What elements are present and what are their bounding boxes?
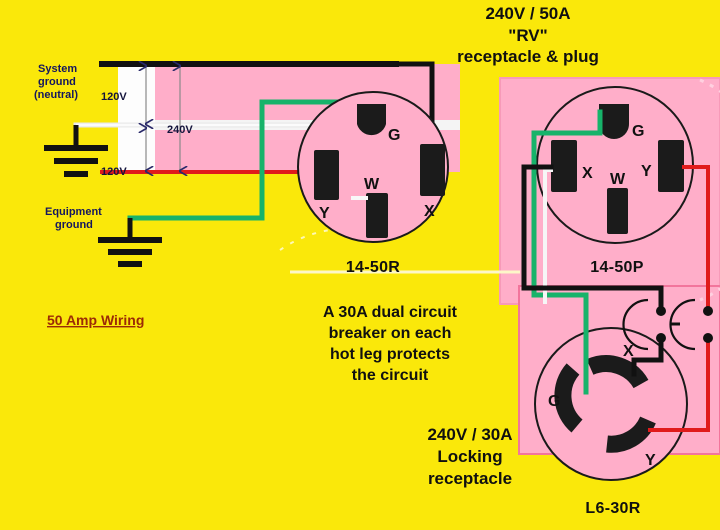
slot-g-l6-30r — [554, 363, 583, 433]
black-wire-down-left — [521, 164, 664, 314]
note-line1: A 30A dual circuit — [323, 304, 458, 321]
equipment-ground-label-line2: ground — [55, 219, 93, 231]
breaker-left[interactable] — [622, 298, 681, 351]
terminal-label-y-14-50p: Y — [641, 163, 652, 180]
breaker-right[interactable] — [669, 298, 714, 351]
voltage-label-120v-upper: 120V — [101, 91, 127, 103]
terminal-label-w-14-50p: W — [610, 171, 626, 188]
white-neutral-right — [543, 168, 553, 304]
voltage-label-240v: 240V — [167, 124, 193, 136]
device-name-14-50r: 14-50R — [346, 259, 400, 276]
red-wire-breaker-to-y — [648, 336, 710, 432]
system-ground-symbol — [44, 125, 108, 177]
slot-g-14-50p — [599, 104, 629, 139]
green-ground-to-l6-30r — [531, 292, 589, 395]
terminal-label-x-l6-30r: X — [623, 343, 634, 360]
note-line4: the circuit — [352, 367, 429, 384]
system-ground-label-line2: ground — [38, 76, 76, 88]
locking-title-line3: receptacle — [428, 469, 512, 488]
terminal-label-g-14-50p: G — [632, 123, 644, 140]
locking-title-line1: 240V / 30A — [427, 425, 512, 444]
slot-x-14-50r — [420, 144, 445, 196]
amp-label: 50 Amp Wiring — [47, 312, 144, 328]
black-wire-breaker-to-x — [631, 335, 664, 377]
terminal-label-w-14-50r: W — [364, 176, 380, 193]
rv-title-line2: "RV" — [508, 26, 547, 45]
terminal-label-g-l6-30r: G — [548, 393, 560, 410]
rv-title-line3: receptacle & plug — [457, 47, 599, 66]
slot-y-14-50p — [658, 140, 684, 192]
terminal-label-y-14-50r: Y — [319, 205, 330, 222]
slot-x-14-50p — [551, 140, 577, 192]
terminal-label-x-14-50r: X — [424, 203, 435, 220]
terminal-label-y-l6-30r: Y — [645, 452, 656, 469]
device-14-50p[interactable] — [536, 86, 694, 244]
slot-x-l6-30r — [586, 355, 649, 389]
system-ground-label-line1: System — [38, 63, 77, 75]
slot-w-14-50p — [607, 188, 628, 234]
device-name-l6-30r: L6-30R — [585, 500, 640, 517]
red-wire-plug-y — [682, 165, 710, 313]
slot-y-l6-30r — [606, 416, 656, 453]
rv-title-line1: 240V / 50A — [485, 4, 570, 23]
note-line3: hot leg protects — [330, 346, 450, 363]
terminal-label-x-14-50p: X — [582, 165, 593, 182]
device-l6-30r[interactable] — [534, 327, 688, 481]
slot-w-14-50r — [366, 193, 388, 238]
dimension-arrows — [146, 66, 180, 171]
device-14-50r[interactable] — [297, 91, 449, 243]
equipment-ground-label-line1: Equipment — [45, 206, 102, 218]
voltage-label-120v-lower: 120V — [101, 166, 127, 178]
system-ground-label-line3: (neutral) — [34, 89, 78, 101]
device-name-14-50p: 14-50P — [590, 259, 643, 276]
note-line2: breaker on each — [329, 325, 452, 342]
slot-g-14-50r — [357, 104, 386, 136]
green-ground-plug-branch — [531, 109, 603, 298]
terminal-label-g-14-50r: G — [388, 127, 400, 144]
slot-y-14-50r — [314, 150, 339, 200]
locking-title-line2: Locking — [437, 447, 502, 466]
equipment-ground-symbol — [98, 218, 162, 267]
